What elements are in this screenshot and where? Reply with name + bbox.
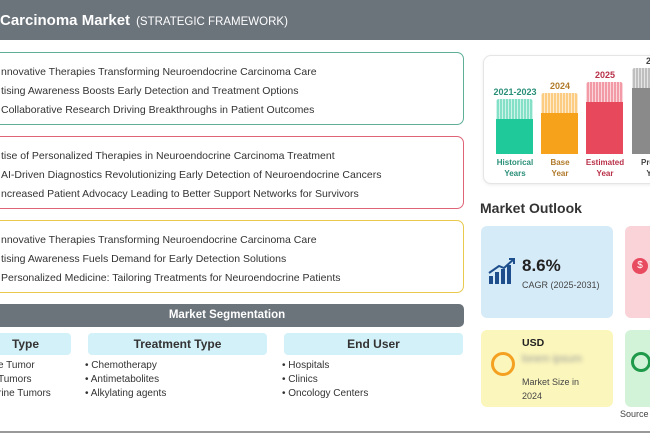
timeline-label-line: Years [504, 169, 526, 178]
size-currency: USD [522, 337, 545, 349]
market-size-card: USD lorem ipsum Market Size in 2024 [481, 330, 613, 407]
header-bar: Carcinoma Market(STRATEGIC FRAMEWORK) [0, 0, 650, 40]
timeline-label-line: Historical [496, 158, 534, 167]
timeline-year: 2021-2023 [493, 87, 537, 97]
divider [470, 431, 650, 433]
trend-item: Collaborative Research Driving Breakthro… [1, 104, 315, 116]
pink-card: $ [625, 226, 650, 318]
trend-item: AI-Driven Diagnostics Revolutionizing Ea… [1, 169, 382, 181]
trend-item: nnovative Therapies Transforming Neuroen… [1, 234, 317, 246]
trend-box-3: nnovative Therapies Transforming Neuroen… [0, 220, 464, 293]
timeline-year: 2025 [594, 70, 616, 80]
cagr-card: 8.6% CAGR (2025-2031) [481, 226, 613, 318]
timeline-year: 2024 [549, 81, 571, 91]
segment-item: e Tumor [0, 360, 35, 371]
timeline-label-line: Base [550, 158, 570, 167]
page-subtitle: (STRATEGIC FRAMEWORK) [136, 16, 288, 28]
green-card [625, 330, 650, 407]
trend-item: tising Awareness Fuels Demand for Early … [1, 253, 287, 265]
cagr-value: 8.6% [522, 256, 561, 275]
timeline-label-line: Estimated [585, 158, 625, 167]
timeline-bar [632, 68, 650, 154]
timeline-bar [541, 93, 578, 154]
analysis-icon [631, 352, 650, 372]
trend-item: ncreased Patient Advocacy Leading to Bet… [1, 188, 359, 200]
timeline-label-line: Ye [646, 169, 650, 178]
timeline-label-line: Proje [640, 158, 650, 167]
trend-item: nnovative Therapies Transforming Neuroen… [1, 66, 317, 78]
trend-box-1: nnovative Therapies Transforming Neuroen… [0, 52, 464, 125]
timeline-year: 20 [645, 56, 650, 66]
segment-item: • Oncology Centers [282, 388, 369, 399]
growth-chart-icon [488, 258, 515, 284]
segment-item: • Chemotherapy [85, 360, 157, 371]
size-label: Market Size in [522, 377, 580, 387]
segment-header-type: Type [0, 333, 71, 355]
trend-item: Personalized Medicine: Tailoring Treatme… [1, 272, 341, 284]
trend-box-2: tise of Personalized Therapies in Neuroe… [0, 136, 464, 209]
segment-item: • Clinics [282, 374, 318, 385]
trend-item: tise of Personalized Therapies in Neuroe… [1, 150, 335, 162]
segment-item: rine Tumors [0, 388, 51, 399]
size-year: 2024 [522, 391, 543, 401]
cagr-label: CAGR (2025-2031) [522, 280, 600, 290]
size-value: lorem ipsum [522, 353, 582, 365]
segment-item: • Hospitals [282, 360, 330, 371]
segment-item: Tumors [0, 374, 32, 385]
segment-header-treatment: Treatment Type [88, 333, 267, 355]
segment-item: • Alkylating agents [85, 388, 167, 399]
divider [0, 431, 470, 433]
timeline-bar [496, 99, 533, 154]
segmentation-title: Market Segmentation [0, 304, 464, 327]
timeline-label: ProjeYe [623, 157, 650, 179]
timeline-label-line: Year [551, 169, 569, 178]
page-title: Carcinoma Market(STRATEGIC FRAMEWORK) [0, 12, 288, 29]
segment-item: • Antimetabolites [85, 374, 160, 385]
segment-header-end-user: End User [284, 333, 463, 355]
trend-item: tising Awareness Boosts Early Detection … [1, 85, 299, 97]
lightbulb-dollar-icon: $ [632, 258, 648, 274]
timeline-bar [586, 82, 623, 154]
timeline-label-line: Year [596, 169, 614, 178]
market-size-icon [491, 352, 515, 376]
source-label: Source [620, 409, 649, 419]
market-outlook-title: Market Outlook [480, 200, 582, 216]
